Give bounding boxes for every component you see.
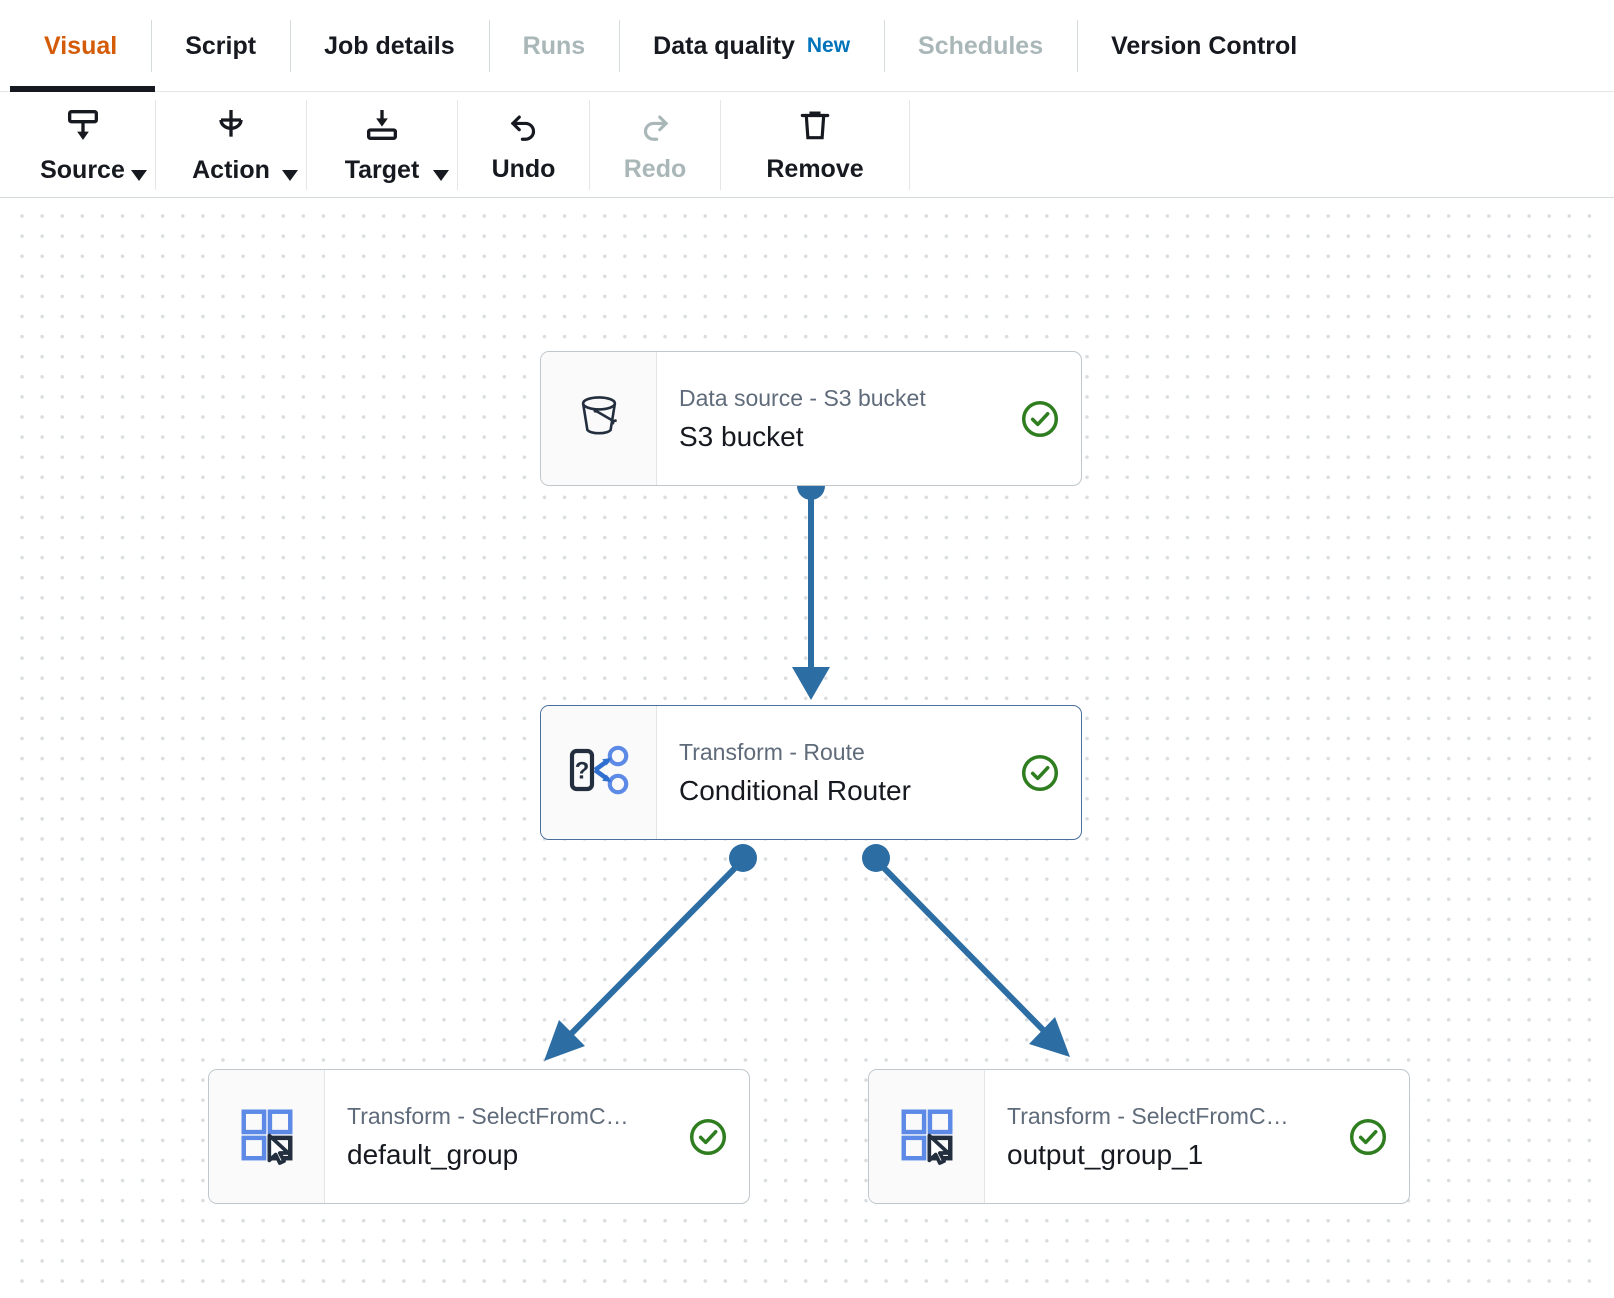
node-default-group[interactable]: Transform - SelectFromC… default_group xyxy=(208,1069,750,1204)
node-s3-bucket[interactable]: Data source - S3 bucket S3 bucket xyxy=(540,351,1082,486)
tab-script[interactable]: Script xyxy=(151,0,290,92)
undo-button[interactable]: Undo xyxy=(458,92,589,197)
job-tabs: Visual Script Job details Runs Data qual… xyxy=(0,0,1614,92)
node-title: Conditional Router xyxy=(679,774,911,806)
target-icon xyxy=(362,105,402,150)
toolbar-divider xyxy=(457,100,458,190)
node-body: Data source - S3 bucket S3 bucket xyxy=(657,352,1081,485)
graph-edges xyxy=(544,472,1070,1061)
edge-arrowhead xyxy=(544,1020,585,1061)
tab-schedules-label: Schedules xyxy=(918,31,1044,60)
toolbar-divider xyxy=(909,100,910,190)
tab-job-details[interactable]: Job details xyxy=(290,0,489,92)
visual-job-canvas[interactable]: Data source - S3 bucket S3 bucket ? xyxy=(10,199,1604,1289)
trash-icon xyxy=(796,106,834,149)
remove-button[interactable]: Remove xyxy=(721,92,909,197)
target-label: Target xyxy=(344,155,420,184)
action-label: Action xyxy=(192,155,270,184)
redo-label: Redo xyxy=(623,154,687,183)
node-conditional-router[interactable]: ? Transform - Route Conditional Router xyxy=(540,705,1082,840)
s3-bucket-icon xyxy=(568,385,630,452)
node-subtitle: Transform - SelectFromC… xyxy=(1007,1102,1289,1129)
undo-icon xyxy=(505,106,543,149)
tab-job-details-label: Job details xyxy=(324,31,455,60)
remove-label: Remove xyxy=(766,154,864,183)
select-from-collection-icon xyxy=(236,1103,298,1170)
edge-arrowhead xyxy=(1029,1017,1070,1057)
status-badge-ok xyxy=(1019,398,1061,440)
status-badge-ok xyxy=(1347,1116,1389,1158)
chevron-down-icon xyxy=(282,170,298,181)
toolbar-divider xyxy=(306,100,307,190)
tab-version-control-label: Version Control xyxy=(1111,31,1298,60)
tab-runs[interactable]: Runs xyxy=(488,0,620,92)
chevron-down-icon xyxy=(433,170,449,181)
action-icon xyxy=(211,105,251,150)
redo-button[interactable]: Redo xyxy=(590,92,720,197)
tab-version-control[interactable]: Version Control xyxy=(1077,0,1331,92)
source-button[interactable]: Source xyxy=(10,92,155,197)
chevron-down-icon xyxy=(131,170,147,181)
tabbar-divider xyxy=(0,91,1614,92)
node-output-group-1[interactable]: Transform - SelectFromC… output_group_1 xyxy=(868,1069,1410,1204)
target-button[interactable]: Target xyxy=(307,92,457,197)
select-from-collection-icon xyxy=(896,1103,958,1170)
undo-label: Undo xyxy=(491,154,556,183)
visual-editor-toolbar: Source Action Target xyxy=(0,92,1614,256)
node-title: output_group_1 xyxy=(1007,1138,1204,1170)
redo-icon xyxy=(636,106,674,149)
node-body: Transform - Route Conditional Router xyxy=(657,706,1081,839)
source-icon xyxy=(63,105,103,150)
route-icon: ? xyxy=(563,739,635,806)
node-texts: Data source - S3 bucket S3 bucket xyxy=(679,385,1003,453)
node-icon-pane: ? xyxy=(541,706,657,839)
edge-router-to-default-group xyxy=(558,860,743,1047)
tab-runs-label: Runs xyxy=(522,31,586,60)
toolbar-divider xyxy=(720,100,721,190)
status-badge-ok xyxy=(1019,752,1061,794)
svg-text:?: ? xyxy=(574,757,589,784)
tab-visual-label: Visual xyxy=(44,31,118,60)
node-body: Transform - SelectFromC… output_group_1 xyxy=(985,1070,1409,1203)
tab-data-quality-label: Data quality xyxy=(653,31,795,60)
node-icon-pane xyxy=(209,1070,325,1203)
tab-data-quality[interactable]: Data quality New xyxy=(619,0,884,92)
edge-arrowhead xyxy=(792,667,830,700)
action-button[interactable]: Action xyxy=(156,92,306,197)
node-texts: Transform - Route Conditional Router xyxy=(679,739,1003,807)
tab-visual[interactable]: Visual xyxy=(10,0,151,92)
node-texts: Transform - SelectFromC… default_group xyxy=(347,1103,671,1171)
edge-router-to-output-group-1 xyxy=(876,860,1056,1043)
tab-schedules[interactable]: Schedules xyxy=(884,0,1077,92)
node-texts: Transform - SelectFromC… output_group_1 xyxy=(1007,1103,1331,1171)
node-icon-pane xyxy=(869,1070,985,1203)
new-badge: New xyxy=(806,34,851,57)
node-subtitle: Transform - SelectFromC… xyxy=(347,1102,629,1129)
node-subtitle: Transform - Route xyxy=(679,738,865,765)
source-label: Source xyxy=(40,155,125,184)
node-title: S3 bucket xyxy=(679,420,804,452)
node-body: Transform - SelectFromC… default_group xyxy=(325,1070,749,1203)
status-badge-ok xyxy=(687,1116,729,1158)
toolbar-divider xyxy=(155,100,156,190)
node-subtitle: Data source - S3 bucket xyxy=(679,384,926,411)
node-title: default_group xyxy=(347,1138,519,1170)
node-icon-pane xyxy=(541,352,657,485)
tab-script-label: Script xyxy=(185,31,257,60)
active-tab-underline xyxy=(10,86,155,92)
toolbar-divider xyxy=(589,100,590,190)
